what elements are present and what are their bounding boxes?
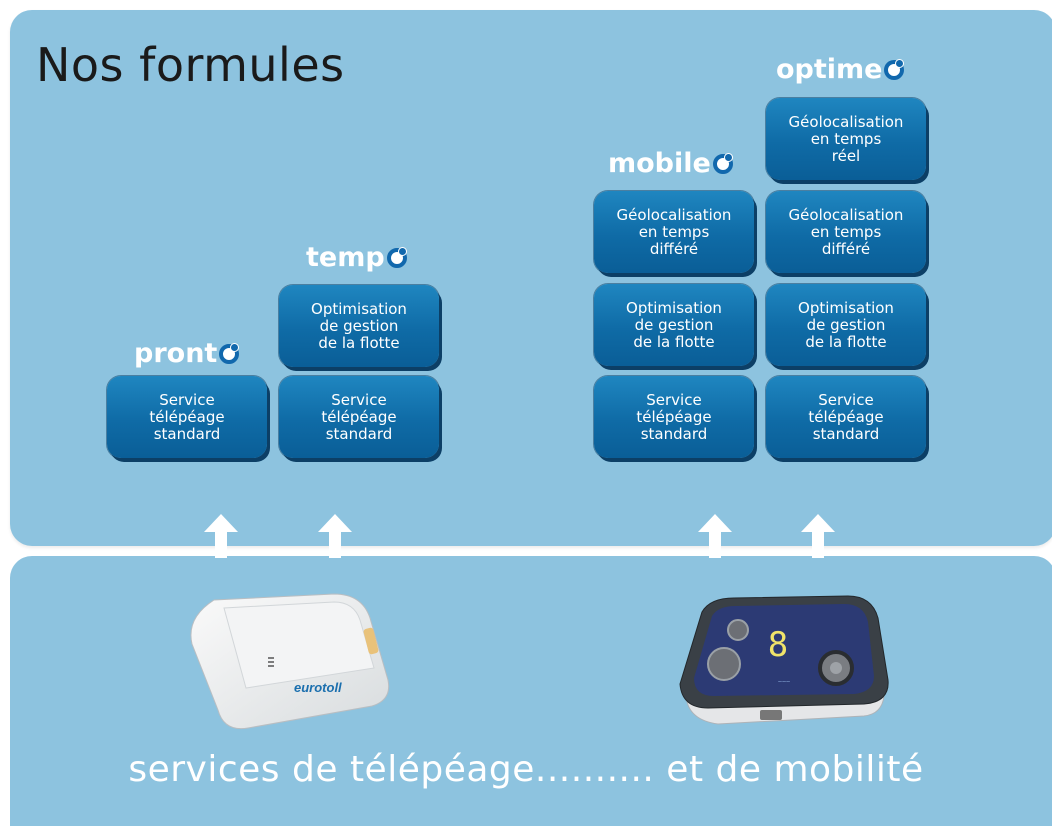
plan-name-mobileo: mobile [608,148,733,180]
tagline: services de télépéage.......... et de mo… [128,749,924,790]
plan-o-icon [712,153,733,174]
tile-service-mobileo: Service télépéage standard [594,376,754,458]
plan-o-icon [884,59,905,80]
up-arrow-icon [204,514,238,558]
tile-service-optimeo: Service télépéage standard [766,376,926,458]
plan-o-icon [219,343,240,364]
device-logo: ~~~ [778,679,790,686]
up-arrow-icon [318,514,352,558]
eurotoll-logo: eurotoll [294,680,342,695]
plan-name-tempo: temp [306,242,407,274]
up-arrow-icon [801,514,835,558]
tile-geo-reel-optimeo: Géolocalisation en temps réel [766,98,926,180]
plan-name-pronto: pront [134,338,240,370]
up-arrow-icon [698,514,732,558]
mobility-box-device: 8 ~~~ [679,595,889,725]
tile-optimisation-optimeo: Optimisation de gestion de la flotte [766,284,926,366]
plan-name-optimeo: optime [776,54,905,86]
digit-display: 8 [768,625,788,665]
page-title: Nos formules [36,38,345,92]
tile-geo-differe-mobileo: Géolocalisation en temps différé [594,191,754,273]
plan-o-icon [386,247,407,268]
tile-service-tempo: Service télépéage standard [279,376,439,458]
eurotoll-badge-device: eurotoll [190,593,390,730]
tile-optimisation-mobileo: Optimisation de gestion de la flotte [594,284,754,366]
tile-geo-differe-optimeo: Géolocalisation en temps différé [766,191,926,273]
tile-optimisation-tempo: Optimisation de gestion de la flotte [279,285,439,367]
tile-service-pronto: Service télépéage standard [107,376,267,458]
